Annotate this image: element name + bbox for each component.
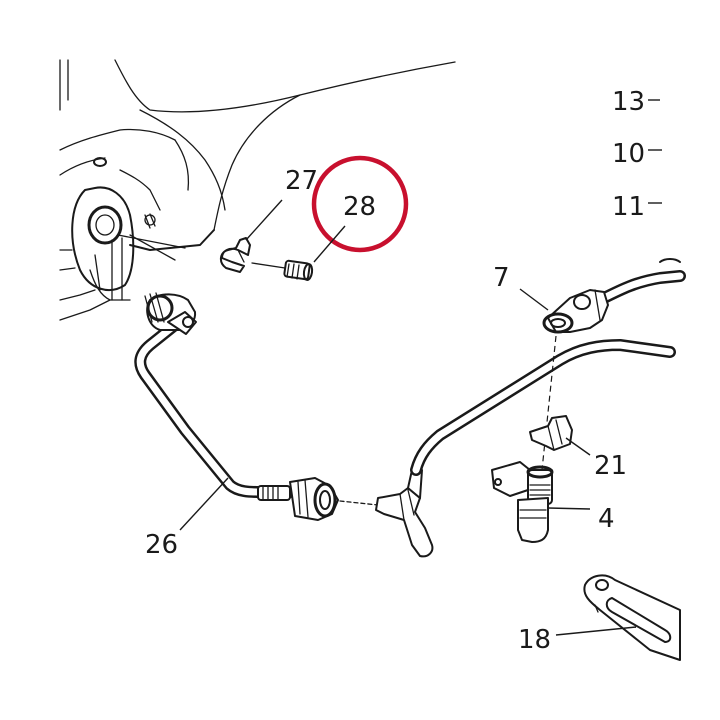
injector-4 [491, 461, 554, 543]
rail-connector-7 [542, 289, 609, 334]
label-11: 11 [612, 192, 645, 222]
label-13: 13 [612, 87, 645, 117]
fuel-hose-26 [134, 292, 339, 521]
bracket-clip-27 [220, 237, 251, 273]
label-26: 26 [145, 530, 178, 560]
screw-28 [251, 259, 314, 281]
highlight-circle [311, 155, 409, 253]
label-7: 7 [493, 263, 510, 293]
engine-block-outline [59, 59, 456, 321]
clip-21 [529, 415, 573, 451]
label-27: 27 [285, 166, 318, 196]
label-21: 21 [594, 451, 627, 481]
tee-connector [375, 469, 434, 558]
label-18: 18 [518, 625, 551, 655]
bracket-18 [583, 574, 681, 661]
callout-labels: 13 10 11 27 28 7 21 4 26 18 [145, 87, 645, 655]
assembly-centerline [541, 335, 557, 471]
label-4: 4 [598, 504, 615, 534]
leader-lines [179, 99, 662, 636]
label-10: 10 [612, 139, 645, 169]
label-28: 28 [343, 192, 376, 222]
